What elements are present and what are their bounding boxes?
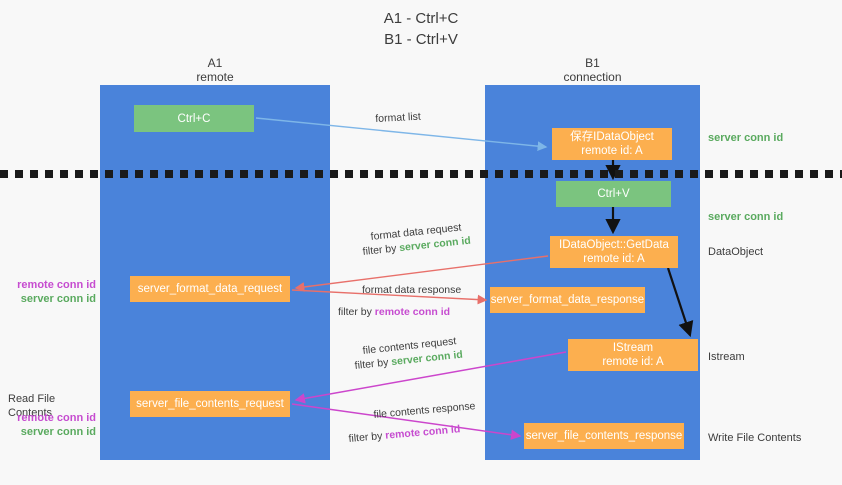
edge-label-format-list: format list (375, 110, 422, 125)
box-idataobject[interactable]: 保存IDataObject remote id: A (552, 128, 672, 160)
filter-prefix: filter by (362, 242, 400, 258)
box-ctrl-c[interactable]: Ctrl+C (134, 105, 254, 132)
box-istream[interactable]: IStream remote id: A (568, 339, 698, 371)
column-header-a1: A1 remote (196, 56, 234, 84)
page-title: A1 - Ctrl+C B1 - Ctrl+V (383, 10, 459, 48)
annotation-server-conn-id: server conn id (20, 426, 96, 438)
edge-label-file-contents-response-filter: filter by remote conn id (348, 422, 461, 446)
filter-prefix: filter by (354, 356, 392, 372)
annotation-conn-ids-format: remote conn id server conn id (8, 278, 96, 306)
annotation-dataobject: DataObject (708, 246, 764, 258)
edge-label-file-contents-response: file contents response (373, 400, 476, 421)
filter-prefix: filter by (338, 306, 375, 318)
box-idataobject-getdata[interactable]: IDataObject::GetData remote id: A (550, 236, 678, 268)
edge-label-format-data-response: format data response (362, 284, 462, 296)
annotation-write-file-contents: Write File Contents (708, 432, 802, 444)
box-ctrl-v[interactable]: Ctrl+V (556, 181, 671, 207)
annotation-server-conn-id: server conn id (20, 293, 96, 305)
filter-value-remote-conn-id: remote conn id (374, 306, 451, 318)
annotation-remote-conn-id: remote conn id (17, 279, 96, 291)
phase-divider-dashed-line (0, 170, 842, 178)
annotation-remote-conn-id: remote conn id (17, 412, 96, 424)
annotation-istream: Istream (708, 351, 745, 363)
box-server-format-data-request[interactable]: server_format_data_request (130, 276, 290, 302)
annotation-read-file-contents: Read File Contents (8, 393, 56, 419)
box-server-file-contents-response[interactable]: server_file_contents_response (524, 423, 684, 449)
edge-label-format-data-response-filter: filter by remote conn id (338, 305, 450, 319)
annotation-server-conn-id-mid: server conn id (708, 211, 784, 223)
filter-prefix: filter by (348, 429, 386, 445)
annotation-server-conn-id-top: server conn id (708, 132, 784, 144)
annotation-conn-ids-file: remote conn id server conn id (8, 411, 96, 439)
box-server-format-data-response[interactable]: server_format_data_response (490, 287, 645, 313)
box-server-file-contents-request[interactable]: server_file_contents_request (130, 391, 290, 417)
filter-value-remote-conn-id: remote conn id (384, 423, 461, 442)
column-header-b1: B1 connection (563, 56, 622, 84)
